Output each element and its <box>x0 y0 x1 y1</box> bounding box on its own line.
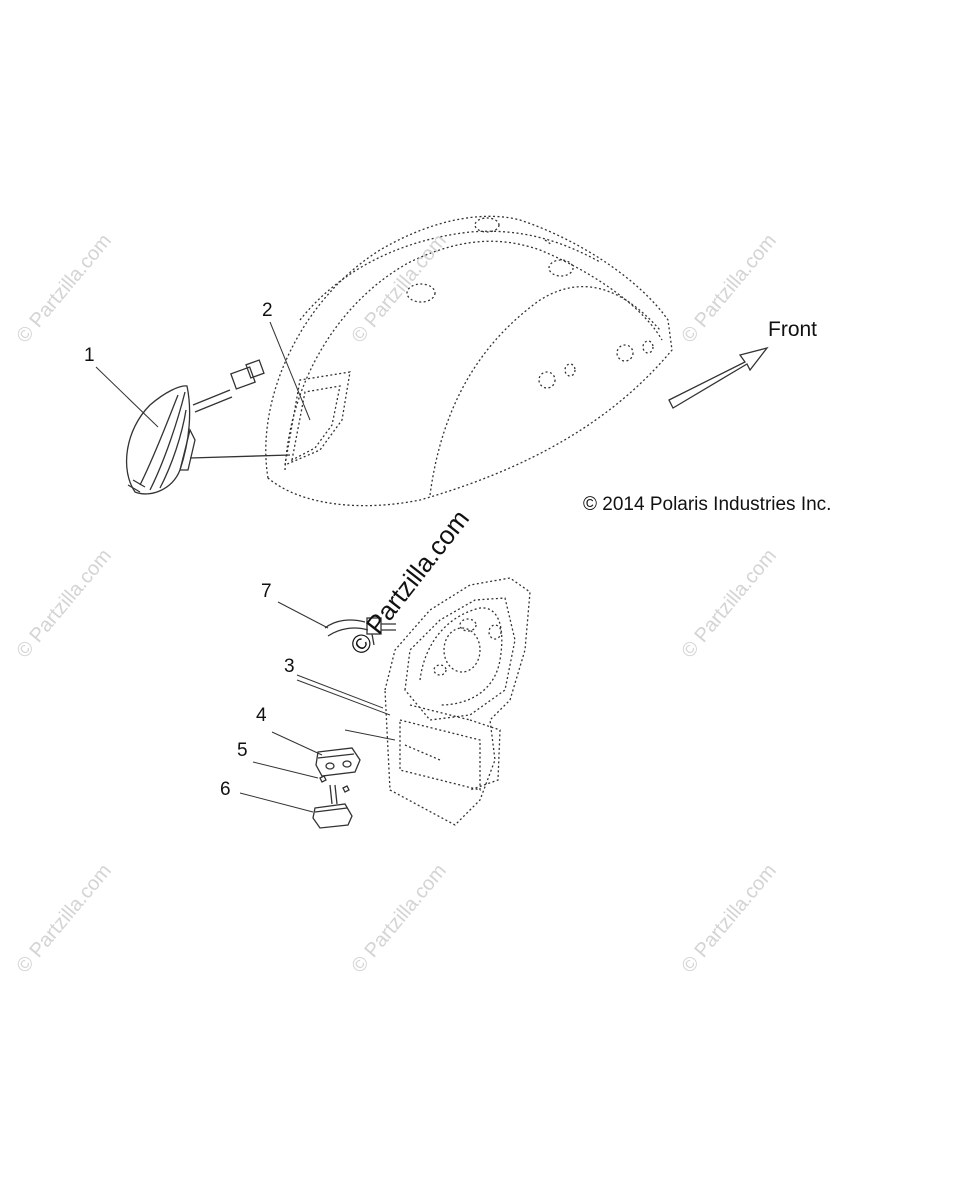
license-bracket <box>384 577 531 826</box>
rear-fender <box>265 215 673 507</box>
callout-3: 3 <box>284 656 295 677</box>
callout-2: 2 <box>262 300 273 321</box>
wire-harness <box>324 617 396 646</box>
front-label: Front <box>768 318 818 341</box>
license-lens <box>312 803 353 829</box>
front-arrow <box>668 346 769 409</box>
license-light <box>315 747 361 777</box>
leader-1b <box>189 454 291 459</box>
callout-7: 7 <box>261 581 272 602</box>
copyright-notice: © 2014 Polaris Industries Inc. <box>583 494 832 515</box>
callout-6: 6 <box>220 779 231 800</box>
leader-lines <box>95 321 396 813</box>
screws <box>319 775 350 793</box>
callout-4: 4 <box>256 705 267 726</box>
callout-1: 1 <box>84 345 95 366</box>
taillight-lens <box>125 359 265 495</box>
callout-5: 5 <box>237 740 248 761</box>
